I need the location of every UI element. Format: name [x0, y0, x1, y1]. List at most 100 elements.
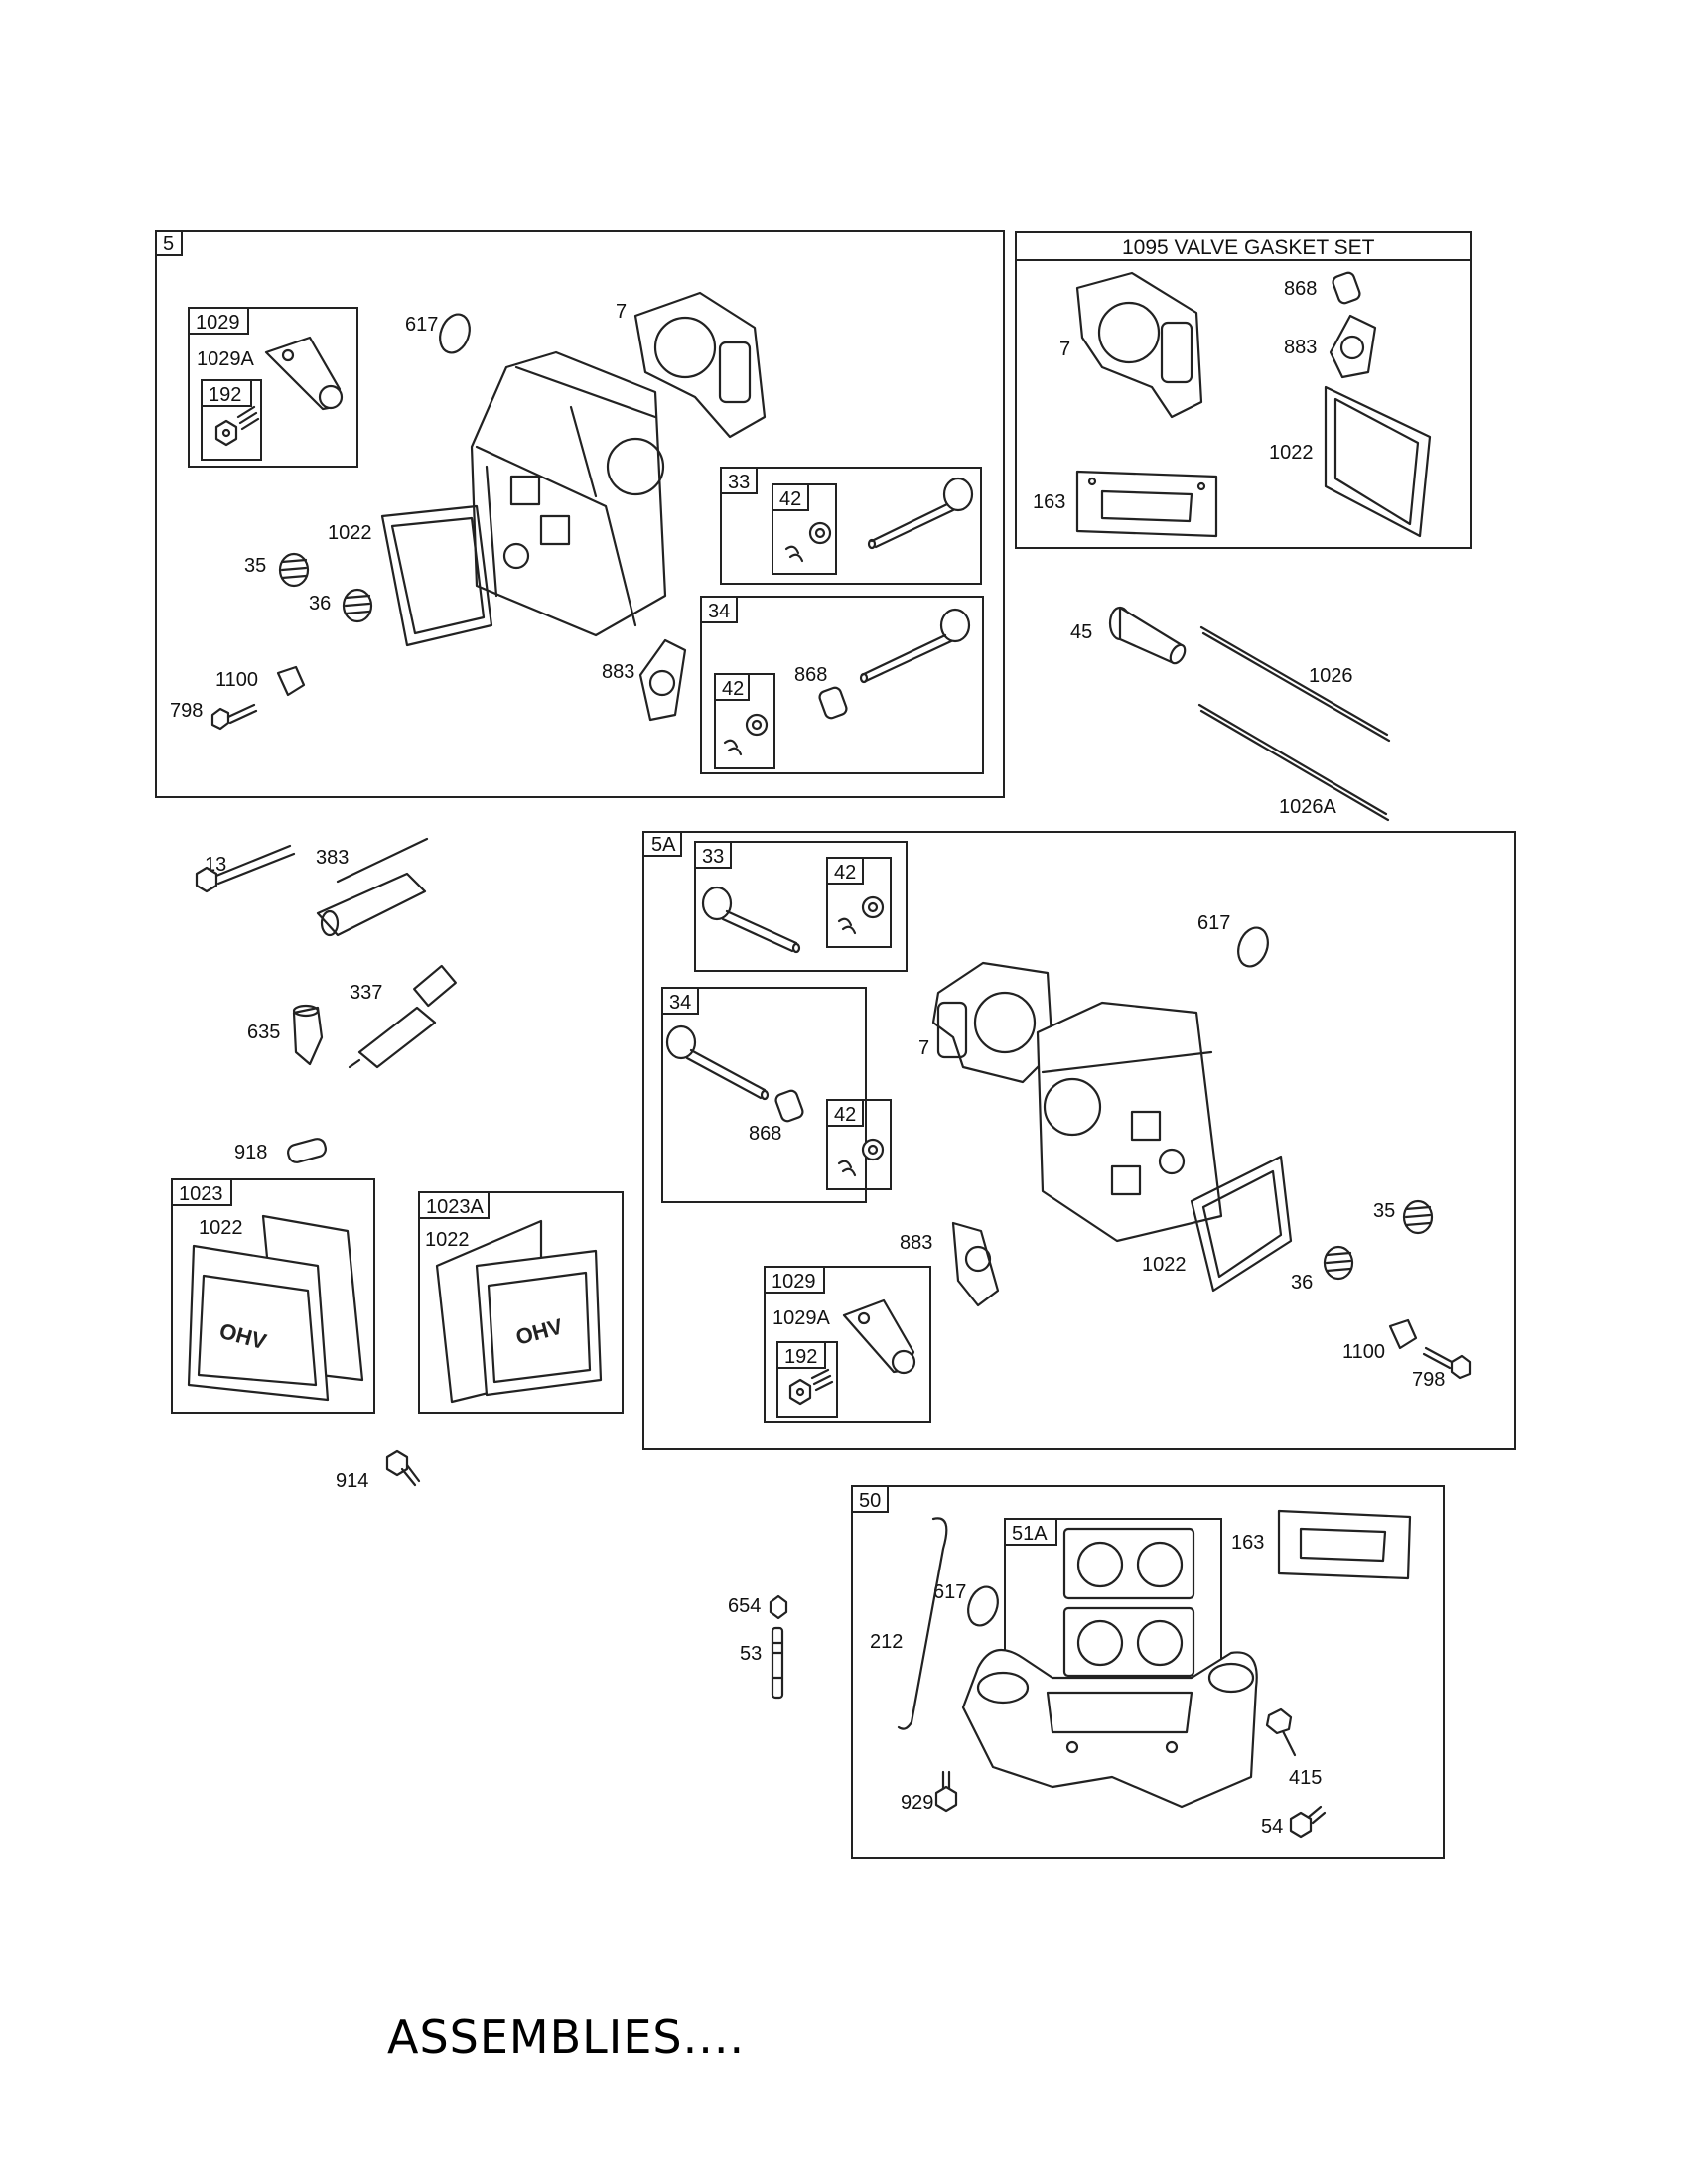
box-5-tag: 5: [163, 233, 174, 255]
page-footer-title: ASSEMBLIES....: [387, 2010, 746, 2064]
label-35: 35: [244, 555, 266, 577]
label-1029A: 1029A: [197, 348, 254, 370]
breather-line-icon: [897, 1517, 948, 1730]
bolt-icon: [210, 703, 258, 731]
box-34-tag: 34: [708, 601, 730, 622]
exhaust-valve-icon: [859, 608, 971, 684]
rocker-arm-icon: [264, 336, 344, 411]
intake-valve-icon: [701, 886, 801, 954]
label-1026: 1026: [1309, 665, 1353, 687]
label-53: 53: [740, 1643, 762, 1665]
valve-keeper-icon: [723, 713, 769, 756]
label-36b: 36: [1291, 1272, 1313, 1294]
label-45: 45: [1070, 621, 1092, 643]
exhaust-gasket-icon: [638, 638, 687, 722]
box-1029b-tag: 1029: [772, 1271, 816, 1293]
label-883b: 883: [900, 1232, 932, 1254]
intake-gasket-icon: [1075, 470, 1218, 538]
fitting-icon: [1265, 1707, 1297, 1757]
label-1022g: 1022: [1269, 442, 1314, 464]
valve-keeper-icon: [837, 1138, 885, 1177]
label-383: 383: [316, 847, 349, 869]
exhaust-gasket-icon: [1329, 314, 1377, 379]
label-868b: 868: [749, 1123, 781, 1145]
box-42-tag: 42: [779, 488, 801, 510]
push-rod-icon: [1197, 703, 1390, 822]
nut-icon: [788, 1368, 834, 1406]
box-1029-tag: 1029: [196, 312, 240, 334]
valve-guide-icon: [1332, 271, 1361, 305]
label-635: 635: [247, 1022, 280, 1043]
label-7g: 7: [1059, 339, 1070, 360]
spark-plug-boot-icon: [292, 1004, 324, 1066]
box-192-tag: 192: [209, 384, 241, 406]
o-ring-icon: [1237, 926, 1269, 968]
sleeve-icon: [287, 1138, 327, 1163]
label-883: 883: [602, 661, 634, 683]
valve-lifter-icon: [1108, 606, 1187, 665]
label-654: 654: [728, 1595, 761, 1617]
clip-icon: [1388, 1318, 1418, 1350]
nut-icon: [769, 1594, 788, 1620]
label-54: 54: [1261, 1816, 1283, 1838]
bolt-icon: [1289, 1805, 1327, 1839]
label-1029Ab: 1029A: [772, 1307, 830, 1329]
box-33a-tag: 33: [702, 846, 724, 868]
intake-gasket-icon: [1277, 1509, 1412, 1580]
box-50-tag: 50: [859, 1490, 881, 1512]
valve-keeper-icon: [837, 895, 885, 935]
box-192b-tag: 192: [784, 1346, 817, 1368]
cylinder-head-icon: [1036, 1001, 1223, 1243]
label-868: 868: [794, 664, 827, 686]
push-rod-icon: [1199, 625, 1391, 743]
label-798b: 798: [1412, 1369, 1445, 1391]
head-gasket-icon: [1075, 271, 1203, 419]
label-337: 337: [350, 982, 382, 1004]
assembly-5A: 5A 33 42 34 868 42: [642, 831, 1516, 1450]
box-42d-tag: 42: [834, 1104, 856, 1126]
head-gasket-icon: [931, 961, 1054, 1084]
valve-cover-gasket-icon: [1324, 385, 1432, 538]
valve-cover-1023: 1023 1022 OHV: [171, 1178, 375, 1414]
o-ring-icon: [967, 1585, 999, 1627]
valve-guide-icon: [818, 686, 848, 720]
box-34a-tag: 34: [669, 992, 691, 1014]
assembly-50: 50 51A 163 617 212: [851, 1485, 1445, 1859]
valve-cover-1023A: 1023A 1022 OHV: [418, 1191, 624, 1414]
intake-gasket-icon: [1062, 1527, 1195, 1600]
box-51A-tag: 51A: [1012, 1523, 1048, 1545]
valve-cover-gasket-icon: [380, 504, 493, 647]
exhaust-gasket-icon: [951, 1221, 1000, 1307]
intake-valve-icon: [867, 477, 974, 550]
box-1095-title: 1095 VALVE GASKET SET: [1122, 236, 1375, 259]
box-1023-tag: 1023: [179, 1183, 223, 1205]
label-163g: 163: [1033, 491, 1065, 513]
valve-spring-icon: [278, 552, 310, 588]
clip-icon: [276, 665, 306, 697]
label-1022c: 1022: [199, 1217, 243, 1239]
label-1022d: 1022: [425, 1229, 470, 1251]
label-7b: 7: [918, 1037, 929, 1059]
label-7: 7: [616, 301, 627, 323]
label-798: 798: [170, 700, 203, 722]
intake-gasket-icon: [1062, 1606, 1195, 1678]
box-42b-tag: 42: [722, 678, 744, 700]
intake-manifold-icon: [961, 1648, 1258, 1809]
valve-cover-gasket-icon: [1190, 1155, 1293, 1293]
label-617: 617: [405, 314, 438, 336]
box-42c-tag: 42: [834, 862, 856, 884]
valve-keeper-icon: [784, 521, 832, 563]
label-163m: 163: [1231, 1532, 1264, 1554]
label-1022b: 1022: [1142, 1254, 1187, 1276]
nut-icon: [214, 405, 260, 447]
breather-tube-icon: [316, 837, 429, 937]
label-929: 929: [901, 1792, 933, 1814]
label-415: 415: [1289, 1767, 1322, 1789]
bolt-icon: [385, 1449, 421, 1487]
label-1100: 1100: [215, 669, 258, 691]
o-ring-icon: [439, 313, 471, 354]
label-918: 918: [234, 1142, 267, 1163]
label-212: 212: [870, 1631, 903, 1653]
valve-spring-icon: [1323, 1245, 1354, 1281]
